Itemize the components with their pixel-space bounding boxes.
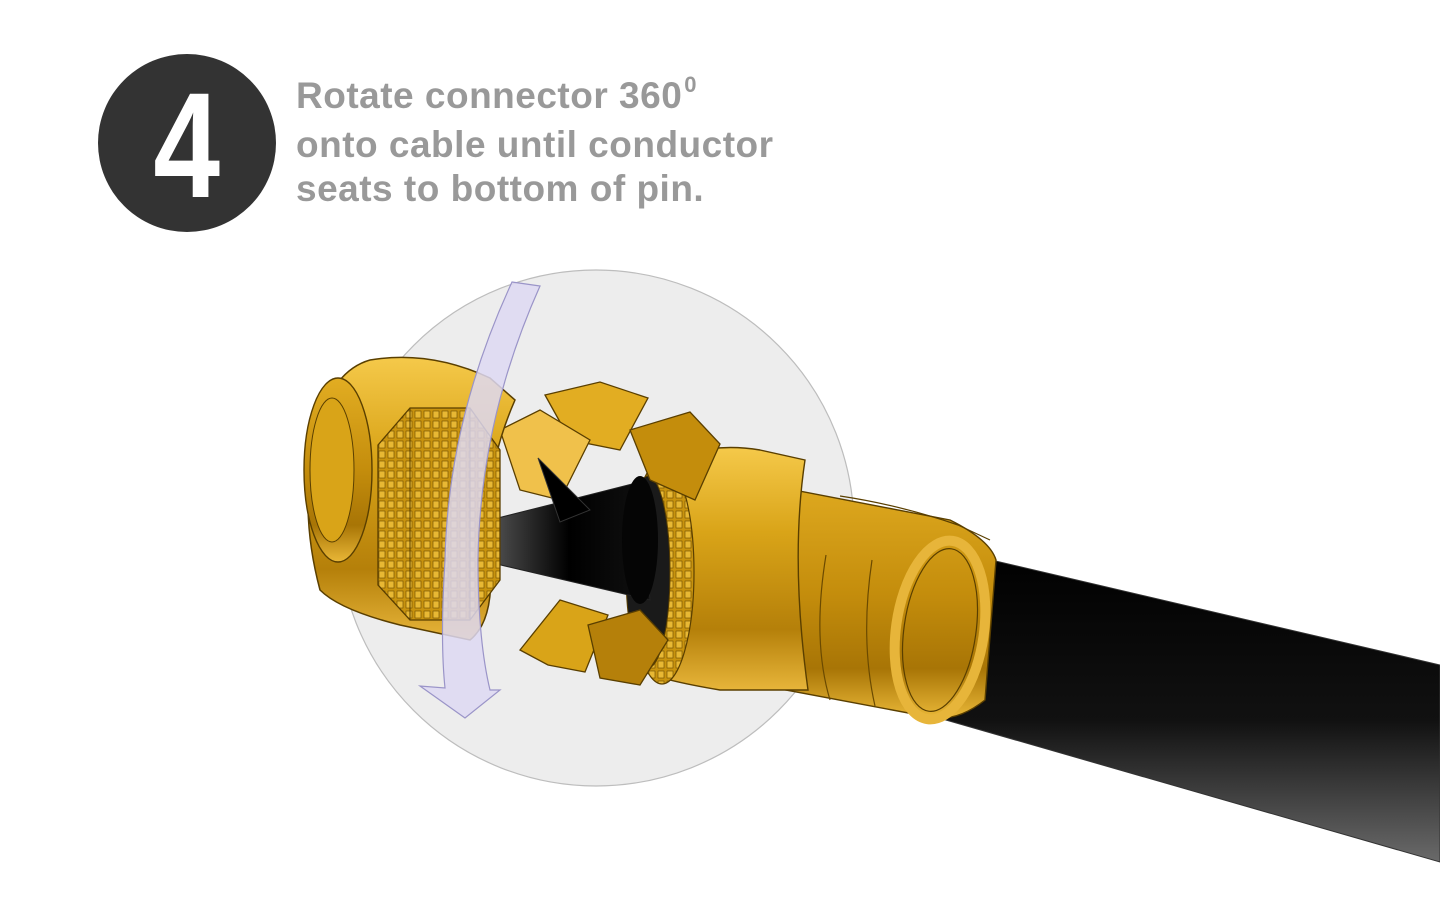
instruction-line-1-text: Rotate connector 360 (296, 75, 683, 116)
step-number-badge: 4 (98, 54, 276, 232)
instruction-text: Rotate connector 3600 onto cable until c… (296, 72, 774, 211)
instruction-line-3: seats to bottom of pin. (296, 168, 705, 209)
instruction-line-1: Rotate connector 3600 (296, 72, 774, 123)
center-conductor (487, 457, 658, 604)
step-number: 4 (153, 61, 221, 229)
compression-teeth (499, 381, 721, 686)
curved-down-arrow-icon (417, 281, 541, 719)
instruction-line-2: onto cable until conductor (296, 124, 774, 165)
degree-superscript: 0 (684, 72, 698, 97)
